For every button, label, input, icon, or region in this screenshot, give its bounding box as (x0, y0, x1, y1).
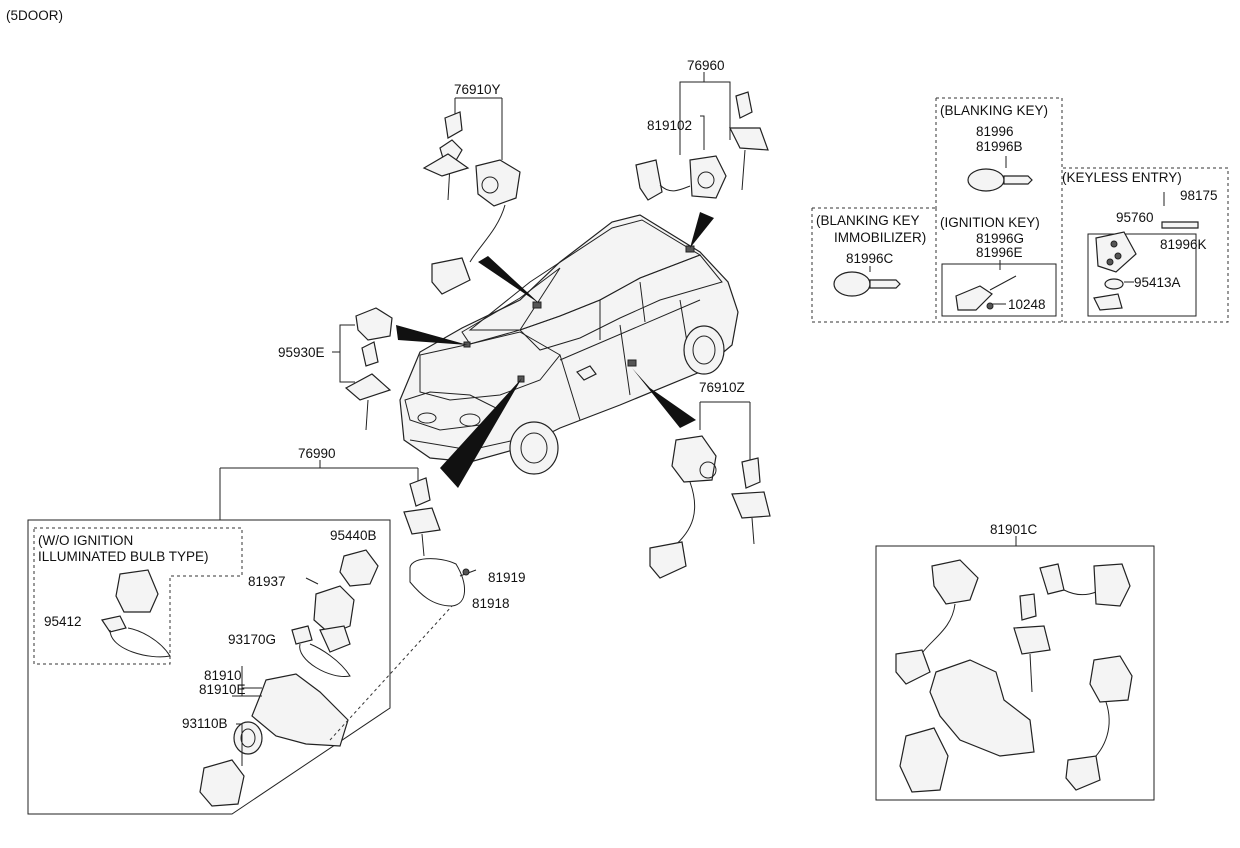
group-blanking-key-immobilizer-line2: IMMOBILIZER) (834, 230, 927, 245)
part-label-76960: 76960 (687, 58, 725, 73)
part-label-81910e: 81910E (199, 682, 246, 697)
group-keyless-entry: (KEYLESS ENTRY) (1062, 170, 1182, 185)
part-label-76910y: 76910Y (454, 82, 501, 97)
part-label-81996b: 81996B (976, 139, 1023, 154)
part-label-76910z: 76910Z (699, 380, 745, 395)
part-label-76990: 76990 (298, 446, 336, 461)
part-label-93170g: 93170G (228, 632, 277, 647)
group-ignition-key: (IGNITION KEY) (940, 215, 1040, 230)
variant-title: (5DOOR) (6, 8, 63, 23)
part-label-81910: 81910 (204, 668, 242, 683)
tailgate-lock-set (635, 72, 769, 201)
part-label-81996g: 81996G (976, 231, 1025, 246)
lock-set-kit (875, 536, 1155, 801)
group-wo-ignition-line1: (W/O IGNITION (38, 533, 134, 548)
front-door-lock-set (422, 97, 521, 295)
part-label-81919: 81919 (488, 570, 526, 585)
part-label-95440b: 95440B (330, 528, 377, 543)
module-95930e (332, 307, 393, 431)
part-label-93110b: 93110B (182, 716, 228, 731)
part-label-81996k: 81996K (1160, 237, 1207, 252)
ignition-lock-assembly (27, 460, 477, 815)
part-label-81901c: 81901C (990, 522, 1038, 537)
part-label-95413a: 95413A (1134, 275, 1181, 290)
pointer-wedges (396, 212, 714, 488)
part-label-98175: 98175 (1180, 188, 1218, 203)
part-label-10248: 10248 (1008, 297, 1046, 312)
part-label-819102: 819102 (647, 118, 693, 133)
rear-door-lock-set (649, 401, 771, 579)
part-label-95412: 95412 (44, 614, 82, 629)
part-label-95930e: 95930E (278, 345, 325, 360)
group-blanking-key-immobilizer-line1: (BLANKING KEY (816, 213, 920, 228)
part-label-95760: 95760 (1116, 210, 1154, 225)
group-wo-ignition-line2: ILLUMINATED BULB TYPE) (38, 549, 209, 564)
key-groups (811, 97, 1229, 323)
part-label-81996c: 81996C (846, 251, 894, 266)
part-label-81918: 81918 (472, 596, 510, 611)
part-label-81937: 81937 (248, 574, 286, 589)
part-label-81996: 81996 (976, 124, 1014, 139)
part-label-81996e: 81996E (976, 245, 1023, 260)
group-blanking-key: (BLANKING KEY) (940, 103, 1049, 118)
car-illustration (399, 214, 739, 475)
